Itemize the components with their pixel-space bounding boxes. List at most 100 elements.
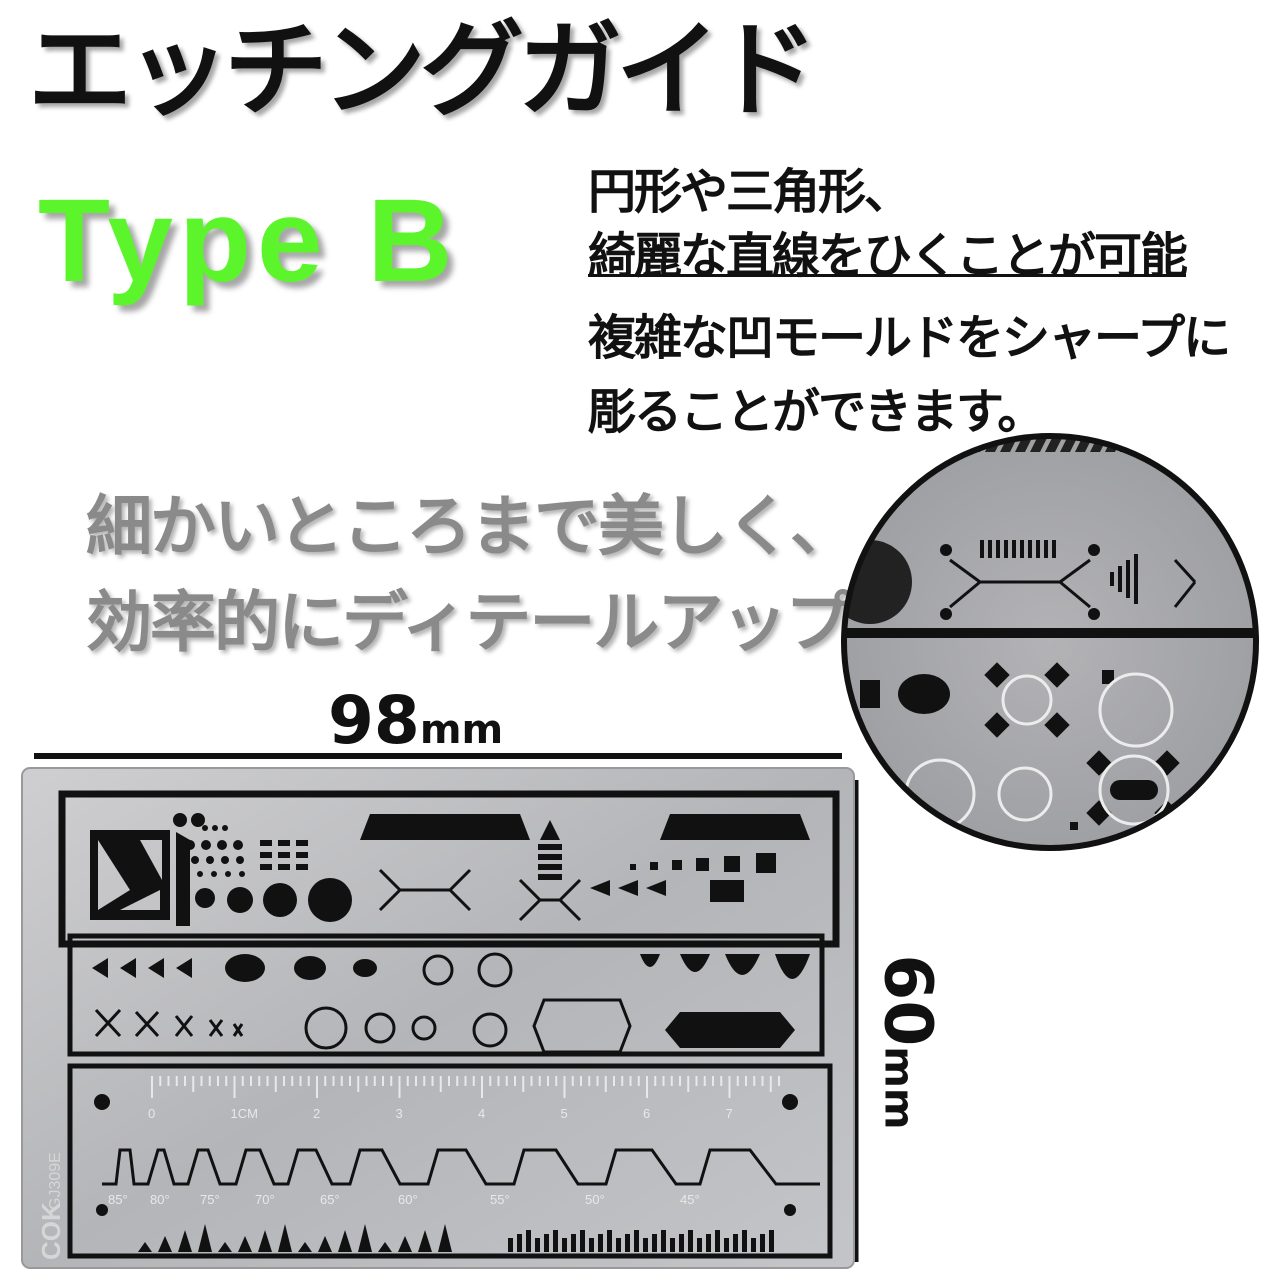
zoom-hatch-stroke <box>1150 436 1168 452</box>
ruler-ticks <box>151 1076 780 1098</box>
tooth <box>438 1224 452 1252</box>
tooth-bar <box>715 1230 720 1252</box>
tooth-bar <box>706 1234 711 1252</box>
tooth-bar <box>526 1230 531 1252</box>
tagline-line: 細かいところまで美しく、 <box>86 488 856 565</box>
tooth-bar <box>769 1230 774 1252</box>
zoom-hatch-stroke <box>1240 436 1256 452</box>
tooth <box>318 1236 332 1252</box>
ruler-cm-label: 1CM <box>231 1106 258 1121</box>
zoom-hatch-stroke <box>1225 436 1243 452</box>
ruler-cm-label: 7 <box>726 1106 733 1121</box>
tooth-bar <box>751 1238 756 1252</box>
brand-logo: COK <box>36 1202 66 1260</box>
ruler-cm-label: 3 <box>396 1106 403 1121</box>
tooth-bar <box>634 1230 639 1252</box>
angle-label: 85° <box>108 1192 128 1207</box>
description-line: 彫ることができます。 <box>588 384 1045 440</box>
tooth-bar <box>679 1234 684 1252</box>
width-value: 98 <box>328 682 420 759</box>
upper-shapes <box>90 813 810 926</box>
tooth-bar <box>589 1238 594 1252</box>
tooth <box>338 1230 352 1252</box>
circle-segments <box>195 878 352 922</box>
ruler-cm-label: 0 <box>148 1106 155 1121</box>
tooth-bar <box>697 1238 702 1252</box>
tooth <box>418 1230 432 1252</box>
tooth <box>178 1230 192 1252</box>
angle-label: 65° <box>320 1192 340 1207</box>
zoom-hatch-stroke <box>940 436 958 452</box>
hatched-bar <box>360 814 530 840</box>
tooth <box>398 1236 412 1252</box>
zoom-hatch-stroke <box>1135 436 1153 452</box>
zoom-hatch-stroke <box>1255 436 1256 452</box>
tooth <box>258 1230 272 1252</box>
tooth <box>378 1242 392 1252</box>
tooth-bar <box>598 1234 603 1252</box>
middle-shapes <box>92 954 810 1048</box>
tooth-bar <box>625 1234 630 1252</box>
angle-label: 50° <box>585 1192 605 1207</box>
description-line: 複雑な凹モールドをシャープに <box>588 310 1231 366</box>
angle-label: 80° <box>150 1192 170 1207</box>
zoom-hatch-stroke <box>1180 436 1198 452</box>
tooth-bar <box>670 1238 675 1252</box>
tooth <box>158 1236 172 1252</box>
model-code: GJ309E <box>47 1152 64 1210</box>
angle-label: 70° <box>255 1192 275 1207</box>
tooth <box>298 1242 312 1252</box>
tooth-bar <box>733 1234 738 1252</box>
page-title: エッチングガイド <box>28 9 818 131</box>
type-label: Type B <box>38 175 459 307</box>
tooth-bar <box>535 1238 540 1252</box>
zoom-hatch-stroke <box>1210 436 1228 452</box>
middle-outlines <box>94 952 632 1054</box>
zoom-detail-circle <box>841 433 1259 851</box>
tooth <box>198 1224 212 1252</box>
ruler-cm-label: 5 <box>561 1106 568 1121</box>
tooth-bar <box>508 1238 513 1252</box>
ruler-labels: 0 1CM 2 3 4 5 6 7 <box>148 1106 733 1121</box>
ruler-holes <box>94 1094 798 1216</box>
tooth-bar <box>652 1234 657 1252</box>
tooth <box>358 1224 372 1252</box>
angle-labels: 85°80°75°70°65°60°55°50°45° <box>108 1192 700 1207</box>
zoom-hatch-stroke <box>1030 436 1048 452</box>
tooth-bar <box>607 1230 612 1252</box>
tooth-bar <box>517 1234 522 1252</box>
tooth <box>238 1236 252 1252</box>
tooth <box>138 1242 152 1252</box>
bottom-teeth <box>138 1224 774 1252</box>
ruler-cm-label: 6 <box>643 1106 650 1121</box>
tooth-bar <box>742 1230 747 1252</box>
tooth-bar <box>544 1234 549 1252</box>
middle-section-frame <box>67 933 825 1057</box>
description-line: 綺麗な直線をひくことが可能 <box>588 228 1188 284</box>
tooth-bar <box>562 1238 567 1252</box>
angle-label: 60° <box>398 1192 418 1207</box>
angle-label: 75° <box>200 1192 220 1207</box>
tooth-bar <box>760 1234 765 1252</box>
ruler-section-frame <box>67 1063 833 1259</box>
zoom-hatch-stroke <box>1165 436 1183 452</box>
angle-profile-line <box>102 1148 820 1186</box>
width-label: 98mm <box>328 688 503 754</box>
tooth-bar <box>553 1230 558 1252</box>
circuit-traces <box>378 868 582 922</box>
angle-label: 45° <box>680 1192 700 1207</box>
dot-grid <box>173 813 245 877</box>
tooth-bar <box>571 1234 576 1252</box>
ruler-cm-label: 2 <box>313 1106 320 1121</box>
width-unit: mm <box>419 707 504 753</box>
tooth-bar <box>688 1230 693 1252</box>
ruler-cm-label: 4 <box>478 1106 485 1121</box>
tooth <box>278 1224 292 1252</box>
tagline-line: 効率的にディテールアップ <box>86 584 851 661</box>
zoom-hatch-stroke <box>1195 436 1213 452</box>
tooth-bar <box>643 1238 648 1252</box>
description-line: 円形や三角形、 <box>588 164 912 220</box>
tooth-bar <box>580 1230 585 1252</box>
